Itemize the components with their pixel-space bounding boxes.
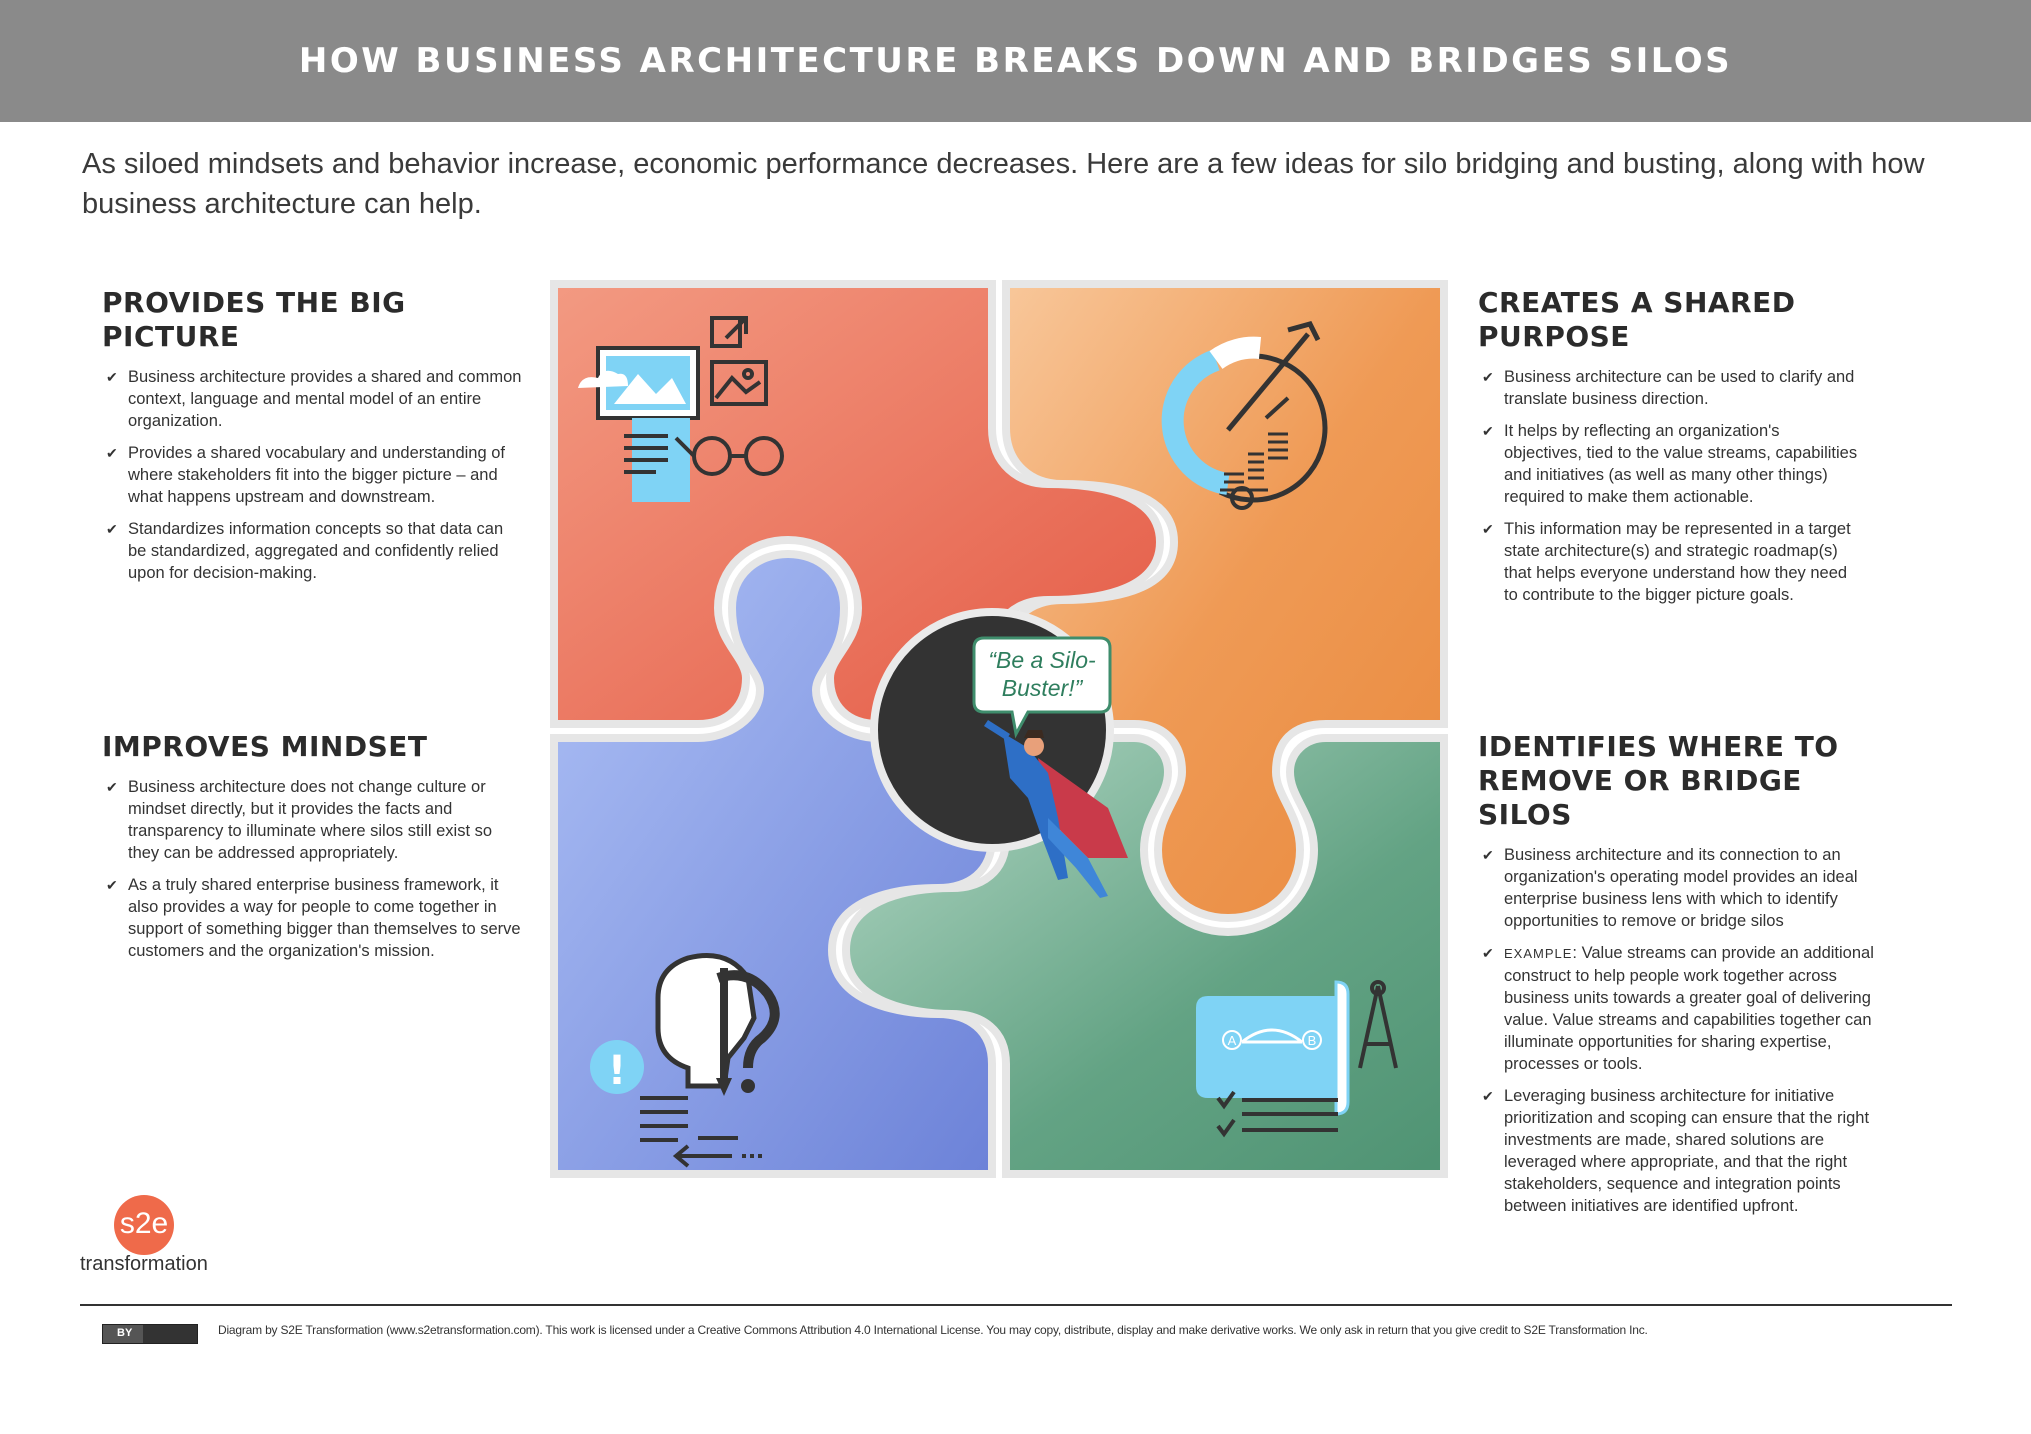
bridge-label-b: B	[1308, 1033, 1317, 1048]
list-item: ✔Business architecture and its connectio…	[1482, 846, 1858, 930]
puzzle-piece-orange	[1002, 280, 1448, 923]
list-item: ✔Leveraging business architecture for in…	[1482, 1087, 1870, 1215]
footer-license-text: Diagram by S2E Transformation (www.s2etr…	[218, 1323, 1648, 1337]
intro-text: As siloed mindsets and behavior increase…	[82, 148, 1925, 220]
check-icon: ✔	[106, 521, 118, 537]
list-item: ✔Provides a shared vocabulary and unders…	[106, 444, 505, 506]
list-item: ✔It helps by reflecting an organization'…	[1482, 422, 1858, 506]
bubble-text-line1: “Be a Silo-	[988, 647, 1096, 673]
footer-divider	[80, 1304, 1952, 1306]
big-picture-icon	[578, 316, 784, 502]
list-item: ✔As a truly shared enterprise business f…	[106, 876, 521, 960]
bridge-blueprint-icon: A B	[1196, 980, 1398, 1138]
section-heading: PROVIDES THE BIG PICTURE	[102, 286, 406, 353]
cc-license-badge: BY	[102, 1324, 198, 1344]
superhero-icon	[984, 720, 1128, 898]
section-big-picture: PROVIDES THE BIG PICTURE ✔Business archi…	[102, 286, 522, 594]
speech-bubble: “Be a Silo- Buster!”	[972, 636, 1112, 739]
check-icon: ✔	[106, 779, 118, 795]
head-question-icon: !	[590, 953, 780, 1168]
check-icon: ✔	[1482, 945, 1494, 961]
list-item: ✔EXAMPLE: Value streams can provide an a…	[1482, 944, 1874, 1073]
list-item: ✔Business architecture can be used to cl…	[1482, 368, 1855, 408]
s2e-logo: s2e transformation	[80, 1195, 230, 1275]
check-icon: ✔	[1482, 521, 1494, 537]
bridge-label-a: A	[1228, 1033, 1237, 1048]
logo-name: transformation	[80, 1253, 208, 1275]
check-icon: ✔	[1482, 847, 1494, 863]
cc-by-label: BY	[117, 1327, 133, 1339]
section-improves-mindset: IMPROVES MINDSET ✔Business architecture …	[102, 730, 522, 972]
list-item: ✔Standardizes information concepts so th…	[106, 520, 504, 582]
section-heading: CREATES A SHARED PURPOSE	[1478, 286, 1796, 353]
check-icon: ✔	[106, 369, 118, 385]
target-icon	[1161, 321, 1328, 510]
check-icon: ✔	[1482, 1088, 1494, 1104]
bubble-text-line2: Buster!”	[1002, 675, 1084, 701]
check-icon: ✔	[106, 877, 118, 893]
puzzle-diagram: “Be a Silo- Buster!”	[550, 280, 1448, 1178]
logo-mark: s2e	[114, 1195, 174, 1255]
check-icon: ✔	[1482, 423, 1494, 439]
page-title: HOW BUSINESS ARCHITECTURE BREAKS DOWN AN…	[298, 41, 1733, 81]
puzzle-piece-red	[550, 280, 1165, 728]
check-icon: ✔	[106, 445, 118, 461]
section-shared-purpose: CREATES A SHARED PURPOSE ✔Business archi…	[1478, 286, 1948, 616]
svg-text:!: !	[608, 1048, 626, 1094]
check-icon: ✔	[1482, 369, 1494, 385]
list-item: ✔Business architecture provides a shared…	[106, 368, 522, 430]
header-bar: HOW BUSINESS ARCHITECTURE BREAKS DOWN AN…	[0, 0, 2031, 122]
section-heading: IMPROVES MINDSET	[102, 730, 428, 763]
list-item: ✔This information may be represented in …	[1482, 520, 1851, 604]
list-item: ✔Business architecture does not change c…	[106, 778, 493, 862]
